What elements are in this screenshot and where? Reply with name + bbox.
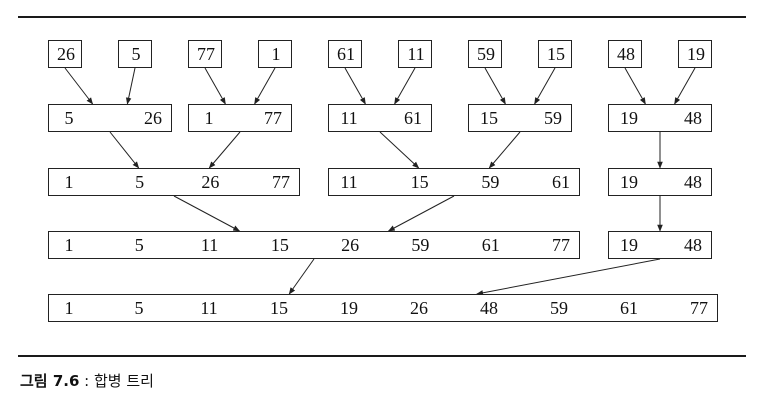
box-value: 59: [477, 44, 495, 64]
merge-box: 1 5 26 77: [48, 168, 300, 196]
merge-arrow: [288, 258, 315, 295]
box-value: 15: [270, 298, 288, 318]
box-value: 1: [64, 235, 74, 255]
box-value: 77: [264, 108, 282, 128]
bottom-rule: [18, 355, 746, 357]
merge-arrow: [379, 131, 420, 169]
box-value: 61: [620, 298, 638, 318]
figure-caption: 그림 7.6 : 합병 트리: [20, 370, 154, 391]
box-value: 11: [200, 298, 218, 318]
box-value: 5: [134, 235, 144, 255]
merge-box: 1: [258, 40, 292, 68]
box-value: 11: [340, 172, 358, 192]
box-value: 59: [550, 298, 568, 318]
box-value: 1: [204, 108, 214, 128]
box-value: 19: [620, 108, 638, 128]
merge-box: 11 61: [328, 104, 432, 132]
merge-box: 15: [538, 40, 572, 68]
box-value: 61: [337, 44, 355, 64]
caption-label: 그림 7.6: [20, 372, 80, 390]
box-value: 61: [481, 235, 500, 255]
box-value: 48: [684, 235, 702, 255]
box-value: 59: [544, 108, 562, 128]
merge-arrow: [204, 67, 226, 105]
merge-arrow: [208, 131, 241, 169]
merge-arrow: [387, 195, 455, 232]
box-value: 77: [690, 298, 708, 318]
box-value: 5: [134, 298, 144, 318]
caption-separator: :: [79, 372, 94, 390]
merge-arrow: [484, 67, 506, 105]
box-value: 48: [480, 298, 498, 318]
merge-box: 1 77: [188, 104, 292, 132]
box-value: 1: [271, 44, 281, 64]
box-value: 1: [64, 172, 74, 192]
merge-arrow: [624, 67, 646, 105]
top-rule: [18, 16, 746, 18]
merge-box: 48: [608, 40, 642, 68]
merge-arrow: [254, 67, 276, 105]
box-value: 59: [411, 235, 430, 255]
box-value: 5: [131, 44, 141, 64]
merge-box: 11: [398, 40, 432, 68]
merge-box: 61: [328, 40, 362, 68]
box-value: 26: [410, 298, 428, 318]
merge-arrow: [173, 195, 241, 232]
merge-arrow: [674, 67, 696, 105]
box-value: 77: [272, 172, 290, 192]
merge-box: 77: [188, 40, 222, 68]
box-value: 26: [144, 108, 162, 128]
merge-arrow: [488, 131, 521, 169]
merge-arrow: [344, 67, 366, 105]
merge-box: 26: [48, 40, 82, 68]
box-value: 26: [57, 44, 75, 64]
box-value: 5: [64, 108, 74, 128]
merge-arrow: [109, 131, 140, 169]
box-value: 19: [620, 235, 638, 255]
box-value: 19: [687, 44, 705, 64]
box-value: 19: [340, 298, 358, 318]
box-value: 11: [407, 44, 425, 64]
box-value: 26: [341, 235, 360, 255]
box-value: 1: [64, 298, 74, 318]
box-value: 26: [201, 172, 220, 192]
merge-arrow: [125, 67, 136, 105]
box-value: 15: [480, 108, 498, 128]
merge-box: 5 26: [48, 104, 172, 132]
box-value: 48: [617, 44, 635, 64]
merge-arrow: [64, 67, 94, 105]
box-value: 11: [200, 235, 219, 255]
merge-arrow: [534, 67, 556, 105]
box-value: 61: [552, 172, 570, 192]
box-value: 77: [552, 235, 570, 255]
box-value: 48: [684, 172, 702, 192]
merge-box: 5: [118, 40, 152, 68]
box-value: 11: [340, 108, 358, 128]
box-value: 15: [547, 44, 565, 64]
box-value: 5: [135, 172, 145, 192]
caption-text: 합병 트리: [94, 372, 154, 390]
box-value: 77: [197, 44, 215, 64]
box-value: 48: [684, 108, 702, 128]
merge-box: 59: [468, 40, 502, 68]
box-value: 15: [410, 172, 429, 192]
merge-arrow: [476, 258, 661, 296]
merge-box: 11 15 59 61: [328, 168, 580, 196]
merge-arrow: [394, 67, 416, 105]
box-value: 61: [404, 108, 422, 128]
merge-box: 19: [678, 40, 712, 68]
box-value: 15: [270, 235, 289, 255]
box-value: 59: [481, 172, 500, 192]
box-value: 19: [620, 172, 638, 192]
